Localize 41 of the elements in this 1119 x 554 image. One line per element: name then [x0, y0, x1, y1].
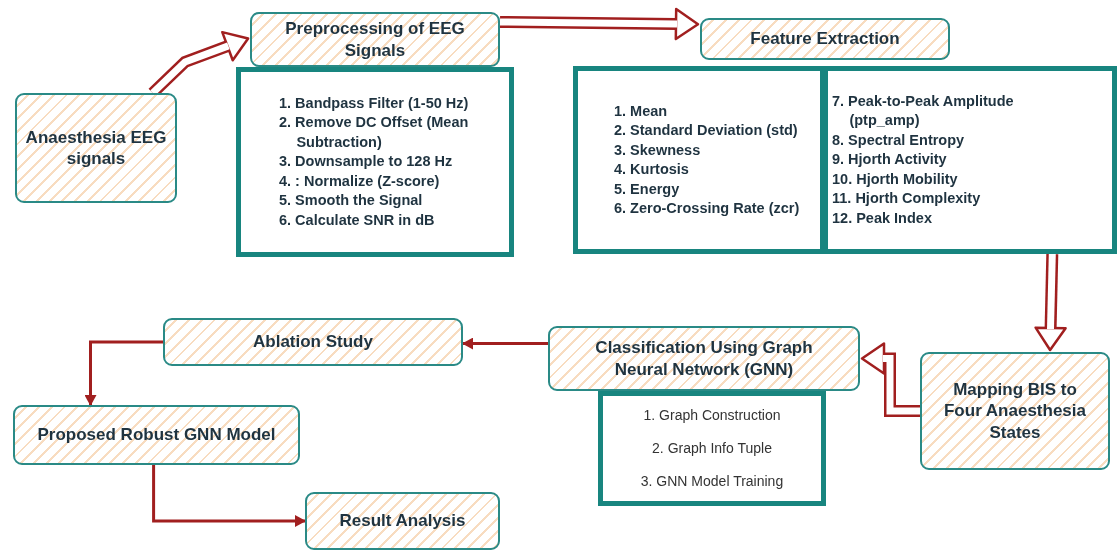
list-box	[573, 66, 825, 254]
list-item: 1. Graph Construction	[643, 406, 781, 425]
list-item: 1. Bandpass Filter (1-50 Hz)	[279, 93, 470, 113]
list-item: 12. Peak Index	[832, 208, 933, 228]
list-item: 5. Smooth the Signal	[279, 191, 424, 211]
box-title: Preprocessing of EEG Signals	[284, 18, 466, 61]
list-item: 2. Remove DC Offset (Mean Subtraction)	[279, 113, 470, 152]
box-title: Mapping BIS to Four Anaesthesia States	[943, 379, 1087, 443]
list-item: 3. GNN Model Training	[640, 472, 784, 491]
list-item: 2. Graph Info Tuple	[652, 439, 772, 458]
list-item: 7. Peak-to-Peak Amplitude (ptp_amp)	[832, 91, 1015, 131]
list-box	[823, 66, 1117, 254]
list-item: 4. : Normalize (Z-score)	[279, 171, 441, 191]
list-item: 8. Spectral Entropy	[832, 130, 966, 150]
list-box	[236, 67, 514, 257]
list-item: 6. Calculate SNR in dB	[279, 210, 436, 230]
list-item: 2. Standard Deviation (std)	[614, 121, 799, 140]
list-item: 4. Kurtosis	[614, 160, 690, 179]
list-item: 11. Hjorth Complexity	[832, 189, 982, 209]
box-title: Feature Extraction	[750, 28, 900, 50]
box-title: Proposed Robust GNN Model	[37, 424, 276, 446]
box-title: Result Analysis	[339, 510, 466, 532]
process-box	[548, 326, 860, 391]
list-box	[598, 391, 826, 506]
list-item: 9. Hjorth Activity	[832, 150, 948, 170]
box-title: Ablation Study	[253, 331, 373, 353]
box-title: Anaesthesia EEG signals	[25, 126, 167, 170]
source-box	[15, 93, 177, 203]
process-box	[700, 18, 950, 60]
list-item: 6. Zero-Crossing Rate (zcr)	[614, 199, 801, 218]
list-item: 1. Mean	[614, 101, 669, 121]
list-item: 3. Skewness	[614, 140, 702, 160]
box-title: Classification Using Graph Neural Network (GNN)	[594, 337, 814, 380]
process-box	[250, 12, 500, 67]
process-box	[163, 318, 463, 366]
process-box	[305, 492, 500, 550]
list-item: 5. Energy	[614, 179, 681, 199]
list-item: 10. Hjorth Mobility	[832, 169, 959, 189]
list-item: 3. Downsample to 128 Hz	[279, 152, 454, 172]
process-box	[920, 352, 1110, 470]
process-box	[13, 405, 300, 465]
